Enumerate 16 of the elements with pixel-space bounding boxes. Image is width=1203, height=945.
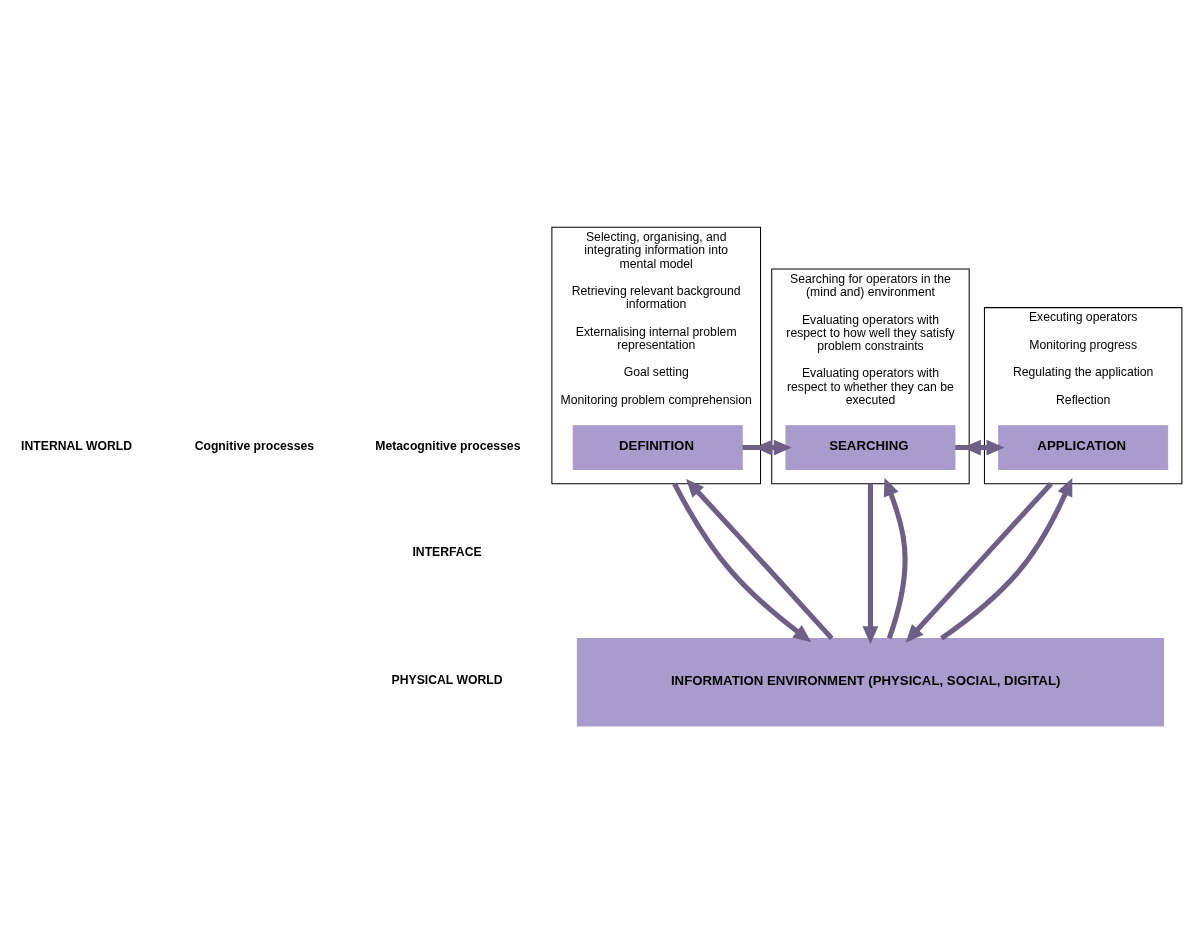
node-box: DEFINITION [572, 425, 743, 470]
node-box: SEARCHING [785, 425, 956, 470]
label: INTERFACE [412, 545, 482, 560]
node-box: APPLICATION [998, 425, 1169, 470]
arrow [940, 477, 1073, 641]
arrow [862, 483, 879, 645]
label: Cognitive processes [194, 438, 315, 453]
arrow [905, 481, 1053, 643]
label: INTERNAL WORLD [21, 438, 133, 453]
arrow [883, 477, 908, 640]
node-box: INFORMATION ENVIRONMENT (PHYSICAL, SOCIAL, DIGITAL) [576, 637, 1165, 727]
arrow [955, 439, 1005, 456]
label: Metacognitive processes [375, 438, 521, 453]
arrow [685, 479, 834, 641]
label: PHYSICAL WORLD [391, 673, 503, 688]
arrow [672, 482, 812, 643]
